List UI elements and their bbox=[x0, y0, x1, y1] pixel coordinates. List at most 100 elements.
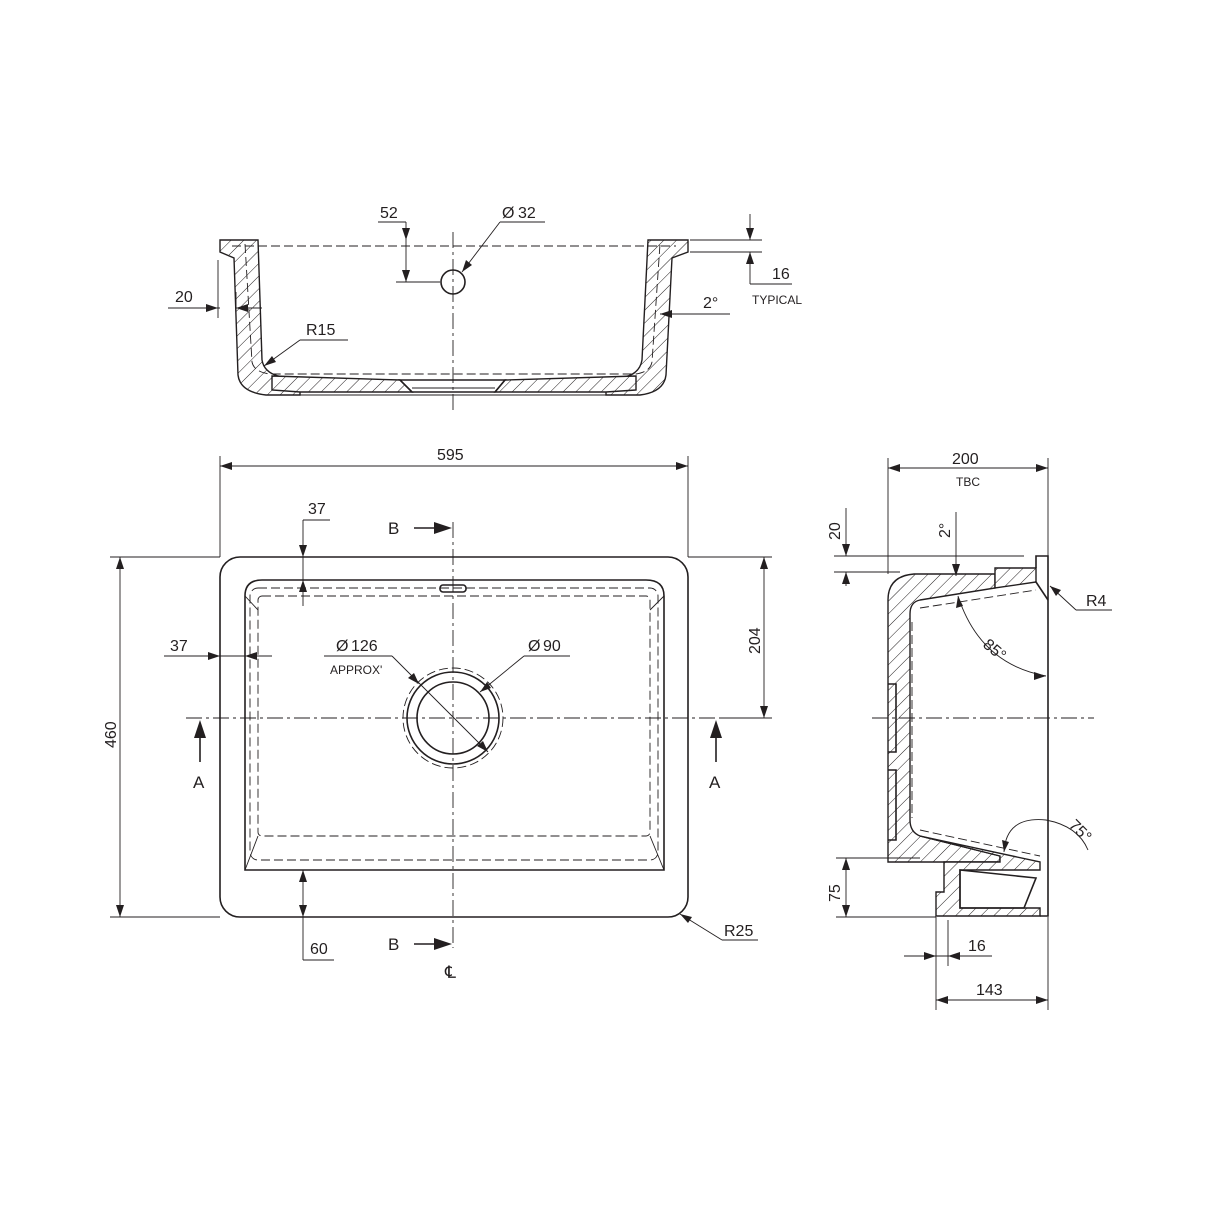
dim-dia126-arrow-b bbox=[477, 741, 488, 752]
dim-75deg-arrow bbox=[1002, 840, 1009, 852]
plan-bowl-mid bbox=[249, 587, 659, 861]
dim-16-arrow-top bbox=[746, 228, 754, 240]
section-b-top-arrow bbox=[434, 522, 452, 534]
plan-view: 595 460 37 37 204 60 bbox=[103, 447, 772, 982]
dim-side20-arrow-a bbox=[842, 544, 850, 556]
section-b-top: B bbox=[388, 519, 399, 538]
dim-75: 75 bbox=[827, 884, 844, 902]
dim-85deg-arc bbox=[957, 595, 1047, 677]
dim-r15: R15 bbox=[306, 322, 335, 339]
section-b-bottom: B bbox=[388, 935, 399, 954]
section-a-left: A bbox=[193, 773, 205, 792]
dim-dia126: 126 bbox=[351, 638, 378, 655]
dim-r4-arrow bbox=[1050, 586, 1061, 596]
dim-20: 20 bbox=[175, 289, 193, 306]
dim-20-arrow-a bbox=[206, 304, 218, 312]
dim-side20: 20 bbox=[827, 522, 844, 540]
dim-143-arrow-l bbox=[936, 996, 948, 1004]
dim-2deg: 2° bbox=[703, 295, 718, 312]
plan-corner-br bbox=[649, 835, 665, 871]
plan-corner-tr bbox=[649, 595, 665, 611]
front-inner-bowl bbox=[244, 243, 661, 375]
dim-dia90-arrow bbox=[480, 682, 491, 692]
dim-side20-arrow-b bbox=[842, 572, 850, 584]
dim-16-arrow-bottom bbox=[746, 252, 754, 264]
dim-60-arrow-a bbox=[299, 870, 307, 882]
dim-37-top-arrow-b bbox=[299, 580, 307, 592]
note-tbc: TBC bbox=[956, 475, 980, 489]
dim-75-arrow-a bbox=[842, 858, 850, 870]
dim-side16-arrow-a bbox=[924, 952, 936, 960]
side-apron-inner bbox=[1035, 581, 1049, 601]
dim-143: 143 bbox=[976, 982, 1003, 999]
dim-85deg-arrow-a bbox=[956, 596, 963, 608]
dim-side2deg: 2° bbox=[937, 523, 954, 538]
dim-85deg-arrow-b bbox=[1034, 672, 1046, 680]
dim-37-left: 37 bbox=[170, 638, 188, 655]
side-inner-bowl bbox=[911, 589, 1041, 857]
centerline-symbol: ℄ bbox=[444, 963, 456, 982]
dim-dia90: 90 bbox=[543, 638, 561, 655]
dim-460-arrow-t bbox=[116, 557, 124, 569]
dim-dia90-symbol: Ø bbox=[528, 638, 540, 655]
dim-r25: R25 bbox=[724, 923, 753, 940]
dim-37-left-arrow-b bbox=[245, 652, 257, 660]
note-approx: APPROX' bbox=[330, 663, 382, 677]
dim-60: 60 bbox=[310, 941, 328, 958]
dim-r4: R4 bbox=[1086, 593, 1107, 610]
dim-204-arrow-b bbox=[760, 706, 768, 718]
dim-side16: 16 bbox=[968, 938, 986, 955]
dim-595-arrow-l bbox=[220, 462, 232, 470]
dim-37-top: 37 bbox=[308, 501, 326, 518]
front-right-wall bbox=[605, 239, 689, 396]
plan-bowl-outer bbox=[244, 579, 665, 871]
dim-595: 595 bbox=[437, 447, 464, 464]
dim-dia126-leader bbox=[391, 655, 489, 753]
dim-60-arrow-b bbox=[299, 905, 307, 917]
plan-corner-tl bbox=[244, 595, 259, 611]
section-b-bottom-arrow bbox=[434, 938, 452, 950]
plan-corner-bl bbox=[244, 835, 259, 871]
dim-37-left-arrow-a bbox=[208, 652, 220, 660]
dim-20-arrow-b bbox=[236, 304, 248, 312]
dim-595-arrow-r bbox=[676, 462, 688, 470]
dim-200-arrow-r bbox=[1036, 464, 1048, 472]
dim-dia32-symbol: Ø bbox=[502, 205, 514, 222]
plan-outer bbox=[219, 556, 689, 918]
side-back-wall bbox=[887, 573, 1001, 863]
side-back-notch bbox=[888, 683, 897, 841]
dim-75-arrow-b bbox=[842, 905, 850, 917]
dim-2deg-arrow bbox=[660, 310, 672, 318]
dim-460-arrow-b bbox=[116, 905, 124, 917]
dim-204-arrow-t bbox=[760, 557, 768, 569]
dim-52-arrow-bottom bbox=[402, 270, 410, 282]
note-typical: TYPICAL bbox=[752, 293, 802, 307]
side-top-rim bbox=[994, 567, 1037, 589]
dim-143-arrow-r bbox=[1036, 996, 1048, 1004]
section-a-left-arrow bbox=[194, 720, 206, 738]
dim-37-top-arrow-a bbox=[299, 545, 307, 557]
dim-r25-arrow bbox=[680, 914, 692, 923]
plan-bowl-floor bbox=[257, 595, 651, 837]
side-foot-inner bbox=[959, 869, 1038, 909]
dim-side16-arrow-b bbox=[948, 952, 960, 960]
dim-75deg-arc bbox=[1003, 819, 1089, 853]
front-bottom-left bbox=[271, 375, 414, 393]
dim-r15-arrow bbox=[264, 356, 276, 366]
dim-dia32: 32 bbox=[518, 205, 536, 222]
dim-75deg: 75° bbox=[1065, 817, 1094, 846]
dim-460: 460 bbox=[103, 721, 120, 748]
dim-16: 16 bbox=[772, 266, 790, 283]
front-waste-channel bbox=[398, 379, 507, 393]
side-bottom-slab bbox=[919, 835, 1041, 917]
side-section-view: 200 TBC 20 2° R4 85° 75° 75 bbox=[827, 451, 1112, 1010]
dim-dia32-arrow bbox=[462, 260, 472, 272]
dim-dia126-symbol: Ø bbox=[336, 638, 348, 655]
section-a-right: A bbox=[709, 773, 721, 792]
dim-52: 52 bbox=[380, 205, 398, 222]
dim-200: 200 bbox=[952, 451, 979, 468]
dim-204: 204 bbox=[747, 627, 764, 654]
dim-52-arrow-top bbox=[402, 228, 410, 240]
front-section-view: 52 Ø 32 20 16 TYPICAL 2° R15 bbox=[168, 205, 802, 414]
